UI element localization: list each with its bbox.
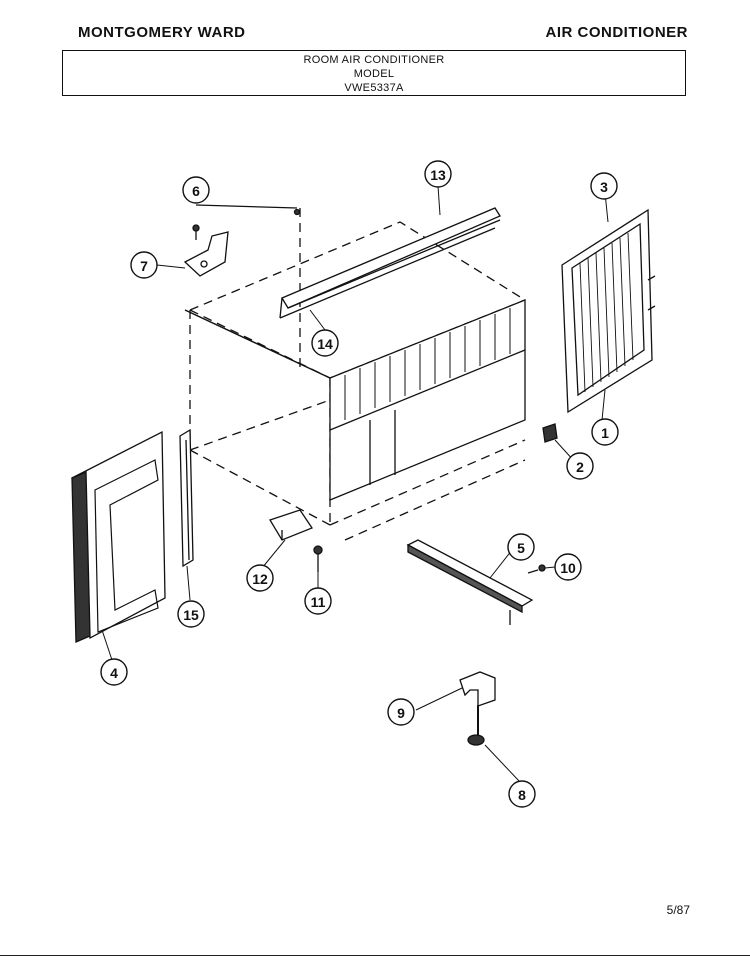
right-panel-part-3: [561, 208, 656, 414]
product-header: AIR CONDITIONER: [545, 24, 688, 41]
callout-10-circle: [554, 553, 582, 581]
callout-15-label: 15: [183, 607, 199, 623]
clip-part-2: [542, 423, 558, 443]
support-rail-part-5: [406, 539, 534, 625]
callout-13-label: 13: [430, 167, 446, 183]
strip-part-15: [179, 428, 194, 568]
callout-6-label: 6: [192, 183, 200, 199]
bottom-rule: [0, 955, 750, 956]
title-line-3: VWE5337A: [344, 82, 404, 94]
callout-9-circle: [387, 698, 415, 726]
callout-circles: [100, 160, 619, 808]
screw-part-11: [313, 545, 323, 572]
callout-8-label: 8: [518, 787, 526, 803]
callout-12-label: 12: [252, 571, 268, 587]
callout-14-circle: [311, 329, 339, 357]
callout-2-label: 2: [576, 459, 584, 475]
clip-part-9: [459, 671, 496, 707]
bracket-part-12: [269, 509, 313, 541]
callout-10-label: 10: [560, 560, 576, 576]
revision-date: 5/87: [666, 903, 690, 917]
brand-header: MONTGOMERY WARD: [78, 24, 246, 41]
callout-8-circle: [508, 780, 536, 808]
callout-5-circle: [507, 533, 535, 561]
callout-15-circle: [177, 600, 205, 628]
callout-6-circle: [182, 176, 210, 204]
callout-1-circle: [591, 418, 619, 446]
title-line-1: ROOM AIR CONDITIONER: [303, 54, 445, 66]
bracket-part-7: [183, 231, 229, 277]
top-rail-part-13: [279, 207, 501, 319]
callout-11-label: 11: [311, 594, 326, 610]
callout-9-label: 9: [397, 705, 405, 721]
callout-4-label: 4: [110, 665, 118, 681]
callout-12-circle: [246, 564, 274, 592]
callout-3-label: 3: [600, 179, 608, 195]
callout-3-circle: [590, 172, 618, 200]
title-box: ROOM AIR CONDITIONER MODEL VWE5337A: [62, 50, 686, 96]
screw-part-10: [527, 564, 546, 574]
callout-13-circle: [424, 160, 452, 188]
callout-7-circle: [130, 251, 158, 279]
left-panel-part-4: [71, 430, 166, 643]
callout-5-label: 5: [517, 540, 525, 556]
screw-part-6: [192, 204, 301, 240]
callout-1-label: 1: [601, 425, 609, 441]
callout-2-circle: [566, 452, 594, 480]
leveler-part-8: [467, 705, 485, 746]
callout-14-label: 14: [317, 336, 333, 352]
title-line-2: MODEL: [353, 68, 395, 80]
callout-4-circle: [100, 658, 128, 686]
callout-11-circle: [304, 587, 332, 615]
cabinet-front: [184, 299, 526, 501]
callout-7-label: 7: [140, 258, 148, 274]
